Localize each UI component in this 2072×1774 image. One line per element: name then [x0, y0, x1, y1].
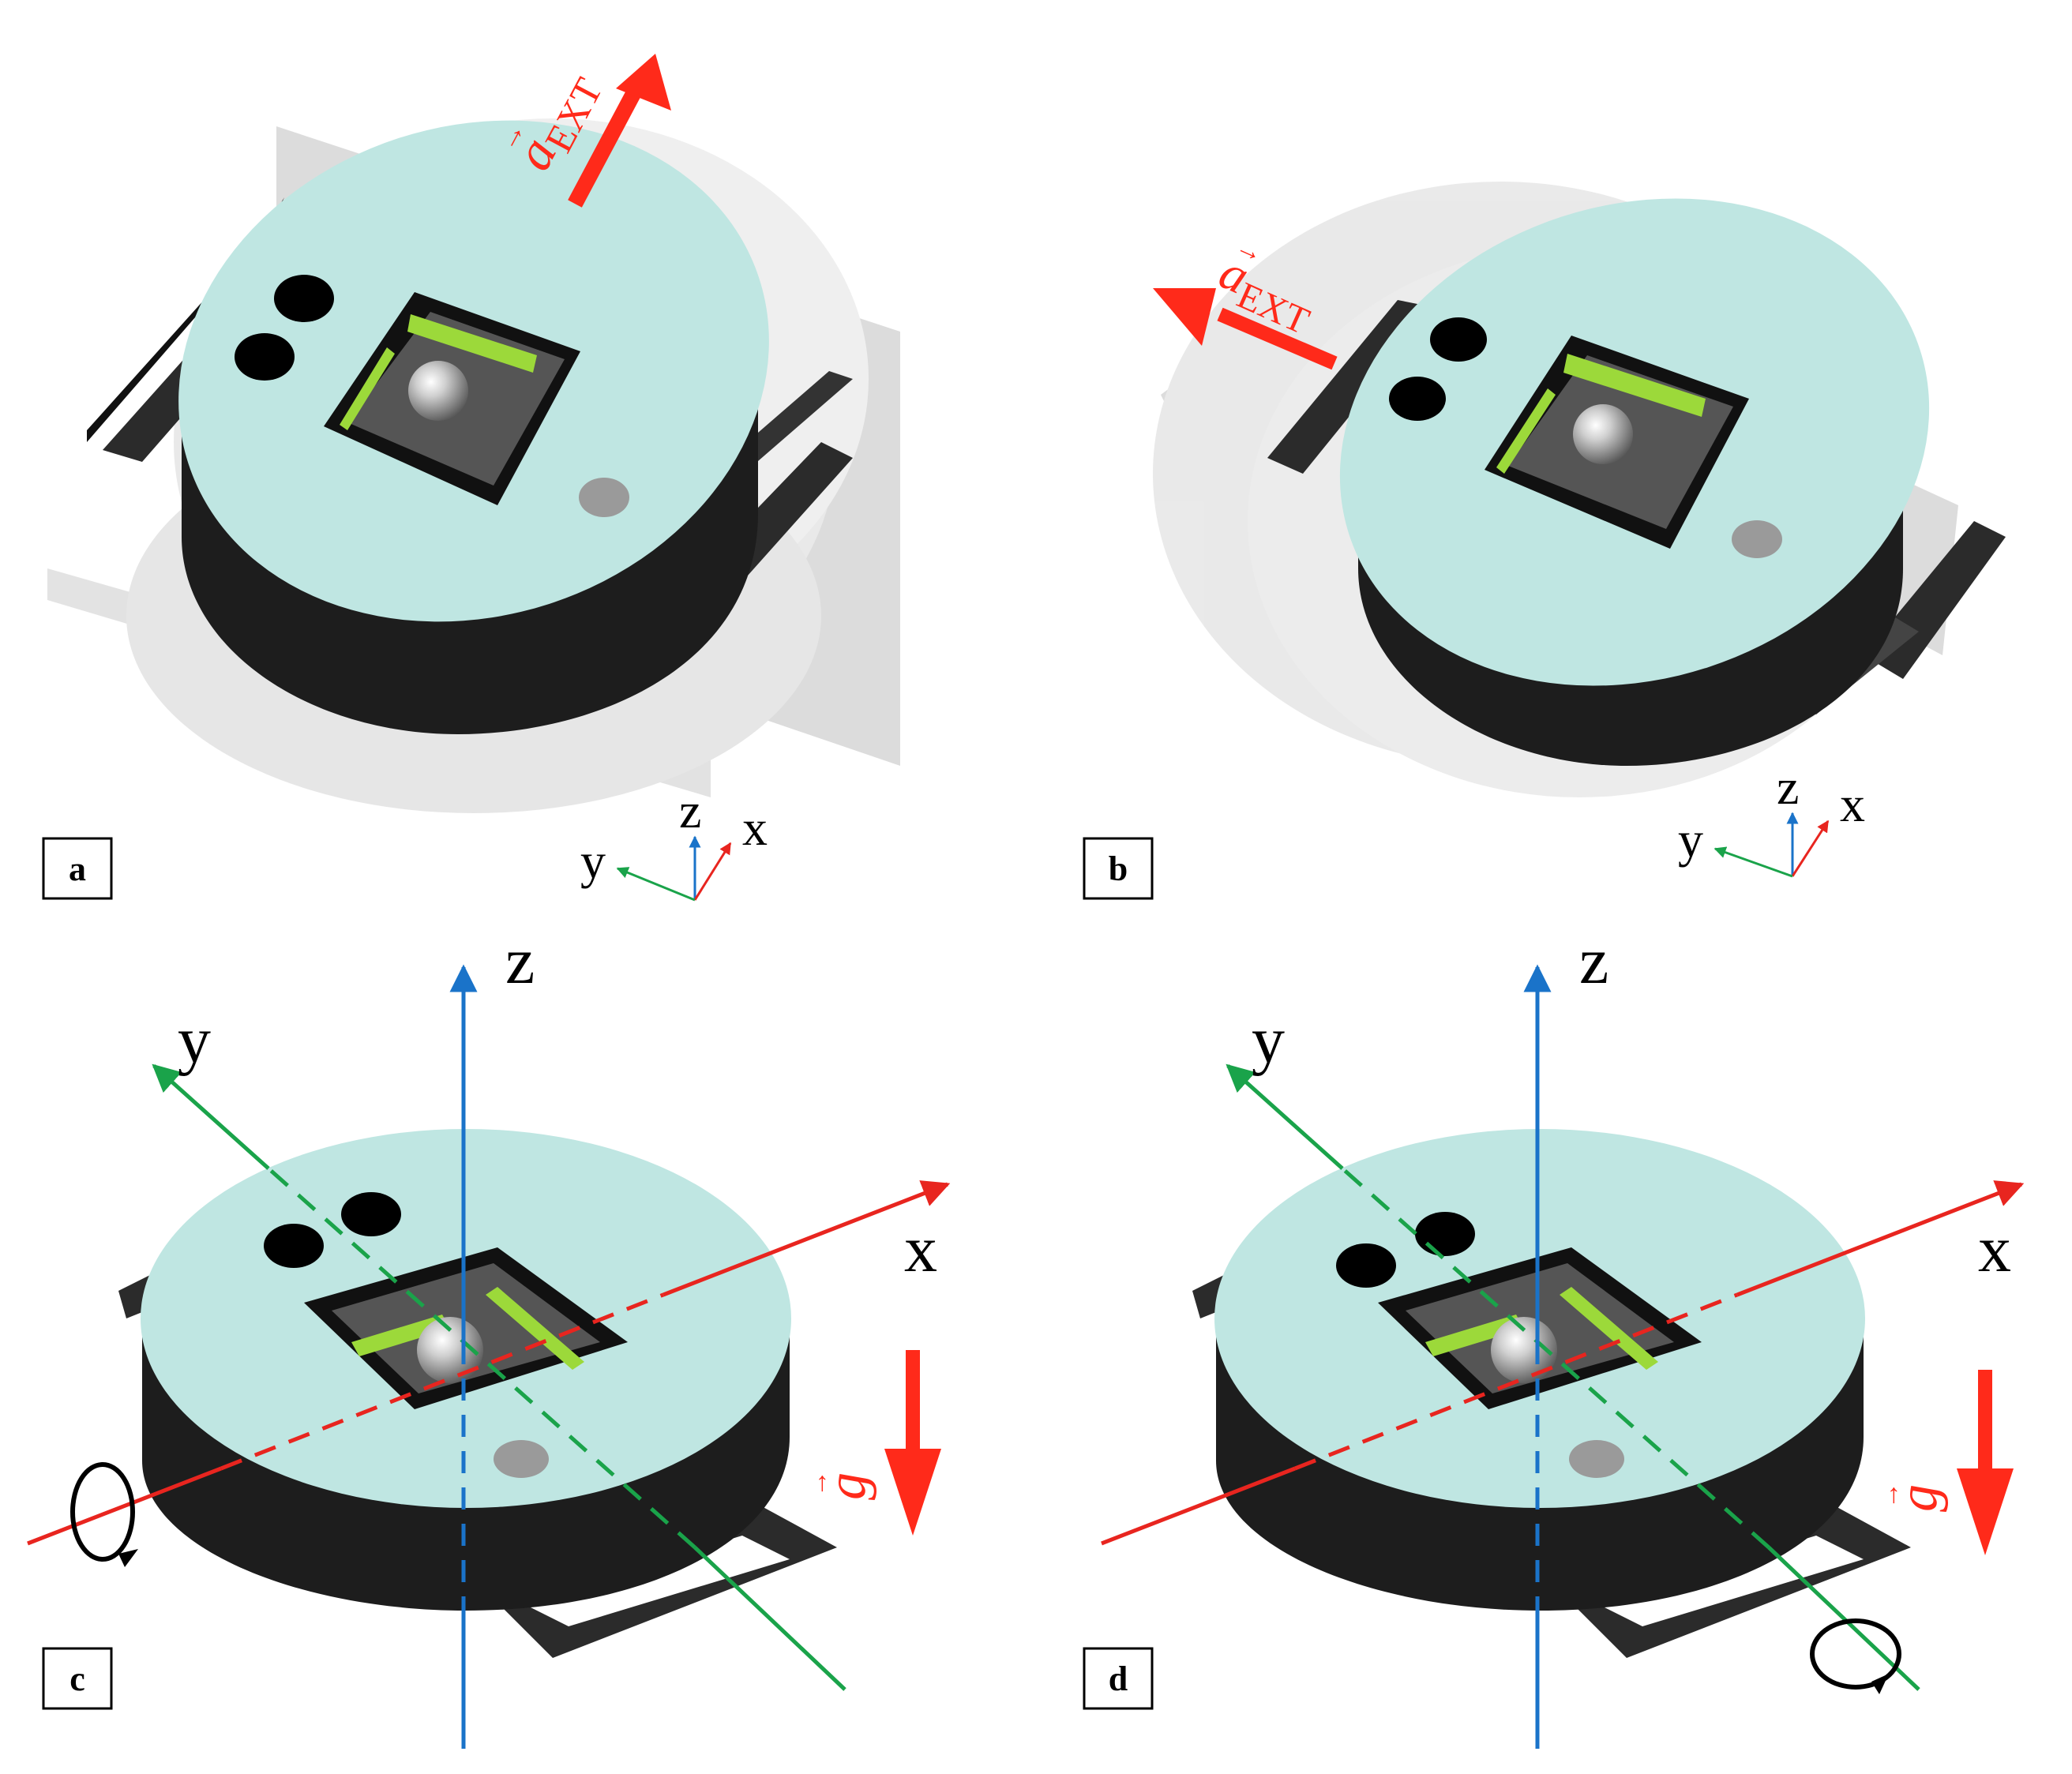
panel-c-spring-1: [351, 1315, 450, 1356]
panel-a-hole-1: [274, 275, 334, 322]
panel-b-hole-1: [1430, 317, 1487, 362]
panel-c-axis-x-label: x: [904, 1213, 937, 1286]
panel-a-label: a: [69, 849, 86, 888]
panel-a-grey-dot: [579, 478, 629, 517]
panel-c-rotation-icon: [70, 1462, 138, 1567]
panel-b-ball: [1573, 404, 1633, 464]
panel-c-ball: [417, 1317, 483, 1383]
panel-c-hole-1: [264, 1224, 324, 1268]
panel-a-acceleration-arrow: [568, 54, 671, 208]
panel-d-label: d: [1109, 1660, 1128, 1698]
panel-d-axes: z y x: [1101, 925, 2025, 1749]
panel-b-axis-x-label: x: [1840, 776, 1865, 832]
panel-a-axis-z-label: z: [679, 782, 701, 838]
panel-a-axis-x-label: x: [742, 800, 768, 856]
panel-a-spring-1: [407, 314, 537, 373]
panel-c-spring-2: [486, 1287, 584, 1370]
panel-d-axis-x-label: x: [1978, 1213, 2011, 1286]
panel-b-axis-y-label: y: [1678, 812, 1703, 868]
panel-c-gravity-arrow: [884, 1350, 941, 1536]
panel-b-axis-z-label: z: [1777, 759, 1799, 815]
panel-d-ball: [1491, 1317, 1557, 1383]
panel-d-spring-2: [1560, 1287, 1658, 1370]
panel-c-hole-2: [341, 1192, 401, 1236]
panel-a-hole-2: [235, 333, 295, 381]
panel-c-gravity-label: g →: [804, 1470, 877, 1500]
panel-d-rotation-icon: [1810, 1618, 1901, 1694]
panel-c: z y x g → c: [27, 925, 951, 1749]
panel-c-gravity-symbol: g: [816, 1472, 877, 1500]
panel-d-axis-y-label: y: [1252, 1003, 1285, 1077]
panel-d: z y x g → d: [1083, 925, 2025, 1749]
panel-d-hole-1: [1336, 1243, 1396, 1288]
panel-b: aEXT → z x y b: [1083, 182, 2006, 900]
panel-b-spring-1: [1563, 354, 1706, 417]
panel-b-axes-triad: z x y: [1678, 759, 1865, 878]
panel-a-ball: [408, 361, 468, 421]
panel-c-axis-y-label: y: [178, 1003, 211, 1077]
panel-b-hole-2: [1389, 377, 1446, 421]
panel-c-axes: z y x: [27, 925, 951, 1749]
panel-b-acceleration-arrow: [1153, 288, 1338, 370]
panel-a-spring-2: [340, 347, 395, 430]
panel-a-axes-triad: z x y: [580, 782, 768, 902]
panel-c-label: c: [69, 1660, 85, 1698]
panel-d-gravity-symbol: g: [1888, 1484, 1949, 1512]
panel-a: aEXT → z x y a: [42, 54, 900, 902]
panel-a-axis-y-label: y: [580, 833, 606, 889]
panel-c-gravity-arrow-mark: →: [804, 1470, 833, 1497]
panel-d-hole-2: [1415, 1212, 1475, 1256]
panel-d-gravity-arrow: [1957, 1370, 2014, 1555]
panel-d-axis-z-label: z: [1579, 925, 1608, 998]
panel-d-spring-1: [1425, 1315, 1524, 1356]
panel-d-gravity-arrow-mark: →: [1875, 1482, 1905, 1509]
panel-c-grey-dot: [494, 1440, 549, 1478]
panel-b-spring-2: [1496, 388, 1556, 474]
panel-d-grey-dot: [1569, 1440, 1624, 1478]
panel-c-axis-z-label: z: [505, 925, 535, 998]
panel-b-grey-dot: [1732, 520, 1782, 558]
panel-d-gravity-label: g →: [1875, 1482, 1949, 1512]
panel-b-label: b: [1109, 849, 1128, 888]
